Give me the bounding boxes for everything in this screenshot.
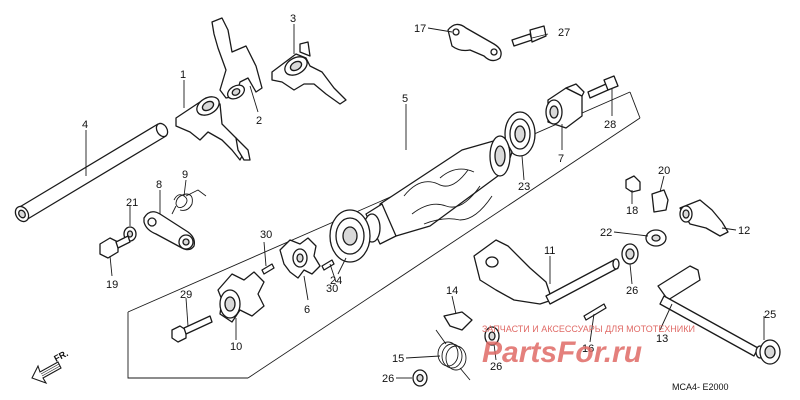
part-23-bearing [504,111,536,157]
callout-19: 19 [106,279,118,291]
callout-30-right: 30 [326,283,338,295]
part-26-circlip-upper [621,243,639,265]
callout-6: 6 [304,304,310,316]
callout-26-middle: 26 [490,361,502,373]
part-25-oil-seal [759,339,781,365]
part-26-circlip-middle [484,326,500,346]
part-4-fork-shaft [14,122,169,223]
callout-25: 25 [764,309,776,321]
callout-7: 7 [558,153,564,165]
callout-8: 8 [156,179,162,191]
part-15-return-spring [435,329,471,381]
callout-14: 14 [446,285,458,297]
callout-4: 4 [82,119,88,131]
part-24-bearing [329,209,371,263]
callout-18: 18 [626,205,638,217]
part-18-bolt [625,175,641,193]
assembly-frame [127,91,641,379]
part-17-stopper-plate [447,23,502,62]
part-3-shift-fork [271,41,347,105]
part-27-bolt [511,25,547,47]
callout-22: 22 [600,227,612,239]
watermark-brand: PartsFor.ru [482,336,642,369]
leader-lines [85,24,765,379]
callout-17: 17 [414,23,426,35]
part-14-pin [443,311,473,331]
callout-27: 27 [558,27,570,39]
callout-29: 29 [180,289,192,301]
callout-26-lower: 26 [382,373,394,385]
part-26-circlip-lower [412,369,428,387]
part-13-shift-spindle [657,265,765,359]
callout-16: 16 [582,343,594,355]
callout-10: 10 [230,341,242,353]
part-30-pins [261,259,335,275]
part-12-shift-arm [679,199,729,237]
callout-20: 20 [658,165,670,177]
part-19-bolt [99,235,131,259]
callout-3: 3 [290,13,296,25]
part-29-bolt [171,315,213,343]
part-28-bolt [587,75,619,99]
callout-21: 21 [126,197,138,209]
part-22-washer [645,229,667,247]
callout-1: 1 [180,69,186,81]
callout-9: 9 [182,169,188,181]
callout-5: 5 [402,93,408,105]
callout-13: 13 [656,333,668,345]
callout-28: 28 [604,119,616,131]
part-1-shift-fork [175,96,251,161]
callout-26-upper: 26 [626,285,638,297]
front-direction-arrow: FR. [31,348,70,385]
callout-23: 23 [518,181,530,193]
part-7-drum-holder [545,83,585,129]
part-6-drum-center [279,237,321,279]
diagram-code: MCA4- E2000 [672,382,729,392]
callout-15: 15 [392,353,404,365]
part-11-shift-shaft [473,239,620,305]
callout-12: 12 [738,225,750,237]
part-5-shift-drum [363,135,513,245]
callout-labels: 1 2 3 4 5 6 7 8 9 10 11 12 13 14 15 16 1… [82,13,776,385]
direction-label: FR. [52,348,69,364]
part-8-stopper-arm [143,211,196,251]
part-20-clip [651,189,669,213]
part-2-shift-fork [211,17,263,100]
part-9-return-spring [171,189,207,215]
callout-2: 2 [256,115,262,127]
watermark: ЗАПЧАСТИ И АКСЕССУАРЫ ДЛЯ МОТОТЕХНИКИ Pa… [482,324,695,369]
callout-30-left: 30 [260,229,272,241]
callout-11: 11 [544,245,555,257]
part-16-pin [583,303,607,321]
callout-24: 24 [330,275,342,287]
watermark-subtitle: ЗАПЧАСТИ И АКСЕССУАРЫ ДЛЯ МОТОТЕХНИКИ [482,324,695,334]
part-10-drum-plate [217,271,265,323]
